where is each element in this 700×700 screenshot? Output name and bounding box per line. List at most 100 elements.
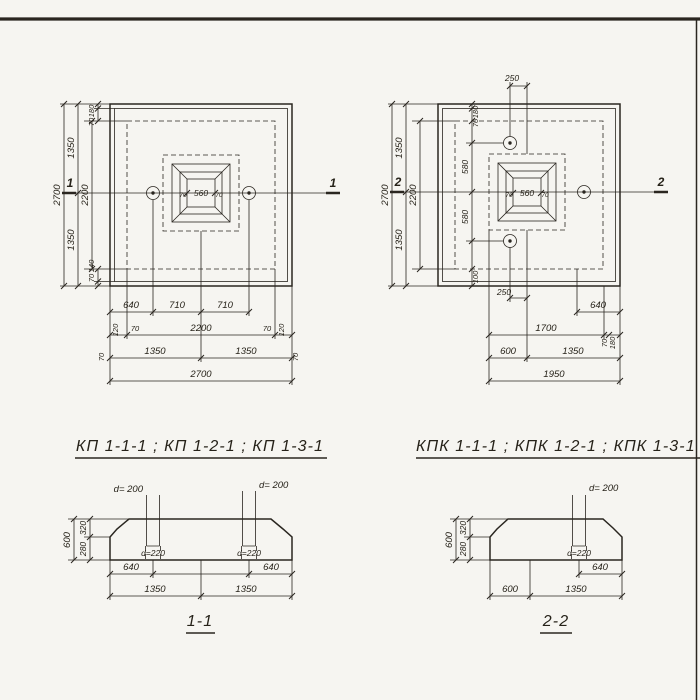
dim-label: 70 xyxy=(263,324,272,333)
dim-label: 600 xyxy=(500,346,517,357)
socket-right xyxy=(241,519,257,560)
extension-lines xyxy=(388,82,621,385)
section-mark-label: 1 xyxy=(330,176,337,190)
dim-label: 2200 xyxy=(189,323,212,334)
plan-hidden-edge xyxy=(454,120,604,270)
dim-label: 1350 xyxy=(562,346,584,357)
dim-label: 280 xyxy=(78,542,88,557)
dim-label: 580 xyxy=(460,160,470,174)
dim-label: 70 xyxy=(131,324,140,333)
lifting-hole-bottom xyxy=(503,234,517,248)
dim-label: 640 xyxy=(263,562,280,573)
dim-ticks xyxy=(452,515,626,600)
dim-ticks xyxy=(70,515,296,600)
plan-left: 1 1 2700 1350 1350 2200 180 70 140 70 70… xyxy=(52,100,340,385)
leader-lines xyxy=(146,491,256,519)
section-1-1: КП 1-1-1 ; КП 1-2-1 ; КП 1-3-1 d= 200 d=… xyxy=(62,438,327,634)
dim-label: 1350 xyxy=(394,229,405,251)
dim-label: 640 xyxy=(123,562,140,573)
dim-ticks xyxy=(183,189,219,197)
section-mark-label: 2 xyxy=(657,175,665,189)
series-title: КП 1-1-1 ; КП 1-2-1 ; КП 1-3-1 xyxy=(76,438,324,455)
dim-label: 70 xyxy=(215,192,223,199)
dim-label: 1950 xyxy=(543,369,565,380)
dim-label: 640 xyxy=(590,300,607,311)
dim-label: 1350 xyxy=(144,346,166,357)
dim-label: 280 xyxy=(458,542,468,557)
dimension-lines xyxy=(455,519,622,597)
section-label: 2-2 xyxy=(542,613,569,630)
dimension-lines xyxy=(110,311,292,382)
dim-label: 1350 xyxy=(235,584,257,595)
dim-label: d= 200 xyxy=(589,483,619,494)
dim-label: d= 200 xyxy=(114,484,144,495)
socket-left xyxy=(145,519,161,560)
dim-label: 2700 xyxy=(52,184,63,207)
dim-label: 560 xyxy=(520,188,534,198)
dim-ticks xyxy=(106,308,296,385)
dim-label: 180 xyxy=(471,105,480,118)
section-mark-label: 1 xyxy=(67,176,74,190)
dim-label: 250 xyxy=(496,287,511,297)
extension-lines xyxy=(68,518,293,600)
dim-label: 1350 xyxy=(394,137,405,159)
dim-label: 2700 xyxy=(189,369,212,380)
plan-frame-line xyxy=(442,108,616,282)
dim-label: d= 200 xyxy=(259,480,289,491)
dim-label: 70 xyxy=(179,192,187,199)
dim-ticks xyxy=(388,82,624,385)
dim-label: 250 xyxy=(504,73,519,83)
dim-label: 580 xyxy=(460,210,470,224)
dim-label: d=220 xyxy=(567,548,591,558)
dim-ticks xyxy=(60,100,102,290)
footing-outline xyxy=(489,518,623,561)
extension-lines xyxy=(60,103,127,287)
dim-label: 2700 xyxy=(380,184,391,207)
dim-label: 1350 xyxy=(235,346,257,357)
dim-label: 600 xyxy=(62,531,73,548)
dim-label: 1350 xyxy=(144,584,166,595)
plan-right: 2 2 250 250 2700 1350 1350 2200 580 580 … xyxy=(380,73,668,385)
dim-label: 1350 xyxy=(66,137,77,159)
series-title: КПК 1-1-1 ; КПК 1-2-1 ; КПК 1-3-1 xyxy=(416,438,696,455)
dimension-lines xyxy=(73,519,292,597)
dim-label: 120 xyxy=(277,323,286,336)
dim-label: 1350 xyxy=(66,229,77,251)
dim-label: 180 xyxy=(608,336,617,349)
dim-label: 2200 xyxy=(80,184,91,207)
dim-label: 640 xyxy=(592,562,609,573)
dim-label: 70 xyxy=(87,273,96,282)
dim-label: 1700 xyxy=(535,323,557,334)
leader-lines xyxy=(572,495,586,519)
footing-outline xyxy=(109,518,293,561)
sheet-border xyxy=(0,17,700,700)
dim-label: 140 xyxy=(87,259,96,272)
dim-label: 710 xyxy=(169,300,186,311)
dim-label: 600 xyxy=(444,531,455,548)
dim-ticks xyxy=(509,189,545,197)
socket xyxy=(571,519,587,560)
dim-label: 70 xyxy=(291,352,300,361)
dim-label: 640 xyxy=(123,300,140,311)
dim-label: 120 xyxy=(111,323,120,336)
dimension-lines xyxy=(391,85,620,382)
dim-label: 100 xyxy=(471,270,480,283)
dim-label: 560 xyxy=(194,188,208,198)
dim-label: 70 xyxy=(541,192,549,199)
dim-label: 180 xyxy=(87,104,96,117)
dim-label: 710 xyxy=(217,300,234,311)
dim-label: 1350 xyxy=(565,584,587,595)
lifting-hole-top xyxy=(503,136,517,150)
extension-lines xyxy=(109,200,293,385)
dim-label: 600 xyxy=(502,584,519,595)
dim-label: 70 xyxy=(97,352,106,361)
dim-label: 320 xyxy=(458,521,468,535)
section-mark-label: 2 xyxy=(394,175,402,189)
dimension-lines xyxy=(63,104,99,286)
section-2-2: КПК 1-1-1 ; КПК 1-2-1 ; КПК 1-3-1 d= 200… xyxy=(416,438,700,634)
dim-label: 70 xyxy=(505,192,513,199)
dim-label: d=220 xyxy=(237,548,261,558)
dim-label: 70 xyxy=(600,338,609,347)
